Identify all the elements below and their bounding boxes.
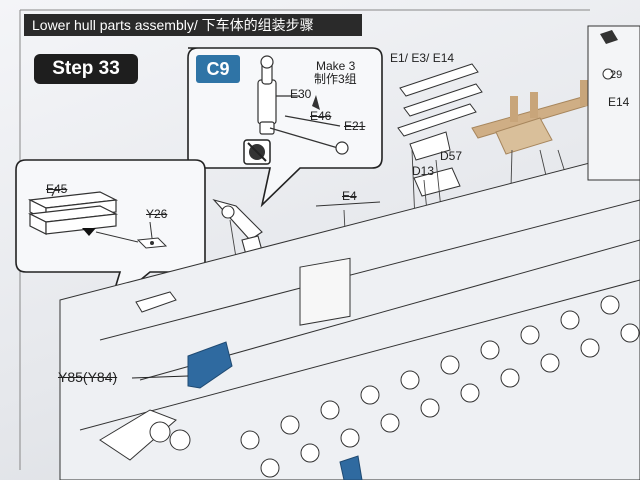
part-label-e4: E4 [342, 189, 357, 203]
e14-resin-bar [471, 80, 607, 155]
make-count-en: Make 3 [316, 59, 356, 73]
make-3-arrow [312, 95, 320, 110]
part-label-d13: D13 [412, 164, 435, 178]
y26-part [95, 221, 168, 249]
c9-callout-bubble [187, 47, 383, 208]
shock-absorber-part [257, 55, 349, 155]
e45-plates-part [27, 186, 119, 235]
part-label-e46: E46 [310, 109, 332, 123]
part-label-e14: E14 [608, 95, 630, 109]
part-label-e-group: E1/ E3/ E14 [390, 51, 455, 65]
side-panel-number: 29 [610, 69, 623, 81]
subassembly-badge: C9 [196, 55, 240, 83]
blue-y85-part [131, 341, 363, 480]
part-label-y85: Y85(Y84) [58, 370, 117, 384]
hull-front-plate [99, 291, 191, 461]
step-number: Step 33 [34, 54, 138, 84]
e-group-parts [397, 63, 483, 161]
make-count-cn: 制作3组 [314, 72, 357, 86]
suspension-rows [240, 257, 640, 478]
part-label-d57: D57 [440, 149, 463, 163]
part-label-e30: E30 [290, 87, 312, 101]
down-arrow-icon [82, 228, 96, 236]
y85-text: Y85(Y84) [58, 369, 118, 385]
side-panel [587, 25, 640, 181]
part-label-e21: E21 [344, 119, 366, 133]
part-label-e45: E45 [46, 182, 68, 196]
no-glue-icon [243, 139, 271, 165]
part-label-y26: Y26 [146, 207, 168, 221]
page-title: Lower hull parts assembly/ 下车体的组装步骤 [24, 14, 362, 36]
